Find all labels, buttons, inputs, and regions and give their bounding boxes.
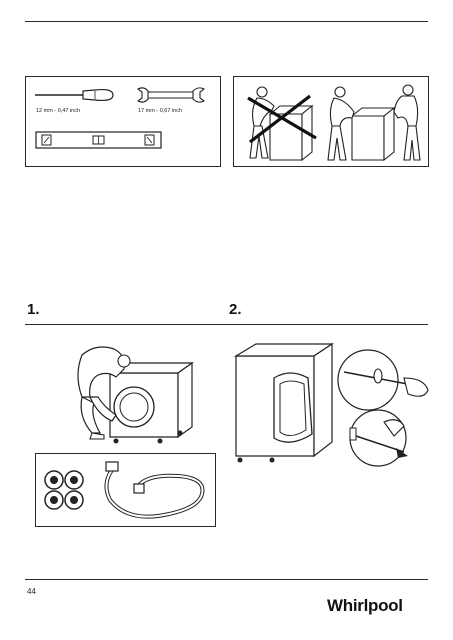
top-rule — [25, 21, 428, 22]
step-2-label: 2. — [229, 301, 242, 318]
accessories-panel — [35, 453, 216, 527]
steps-rule — [25, 324, 428, 325]
wrench-size-label: 17 mm - 0,67 inch — [138, 108, 183, 114]
screwdriver-icon — [35, 88, 114, 102]
step2-transport-bolts-illustration — [233, 342, 429, 467]
spirit-level-icon — [35, 131, 162, 149]
wrong-lifting-illustration — [247, 86, 317, 162]
correct-lifting-illustration — [327, 84, 421, 162]
step1-unpacking-illustration — [77, 346, 194, 444]
page-number: 44 — [27, 587, 36, 596]
tools-panel — [25, 76, 221, 167]
brand-logo: Whirlpool — [327, 596, 403, 615]
footer-rule — [25, 579, 428, 580]
inlet-hose-icon — [104, 461, 205, 519]
step-1-label: 1. — [27, 301, 40, 318]
screwdriver-size-label: 12 mm - 0,47 inch — [36, 108, 81, 114]
wrench-icon — [136, 87, 206, 103]
transport-caps-icon — [44, 470, 84, 510]
